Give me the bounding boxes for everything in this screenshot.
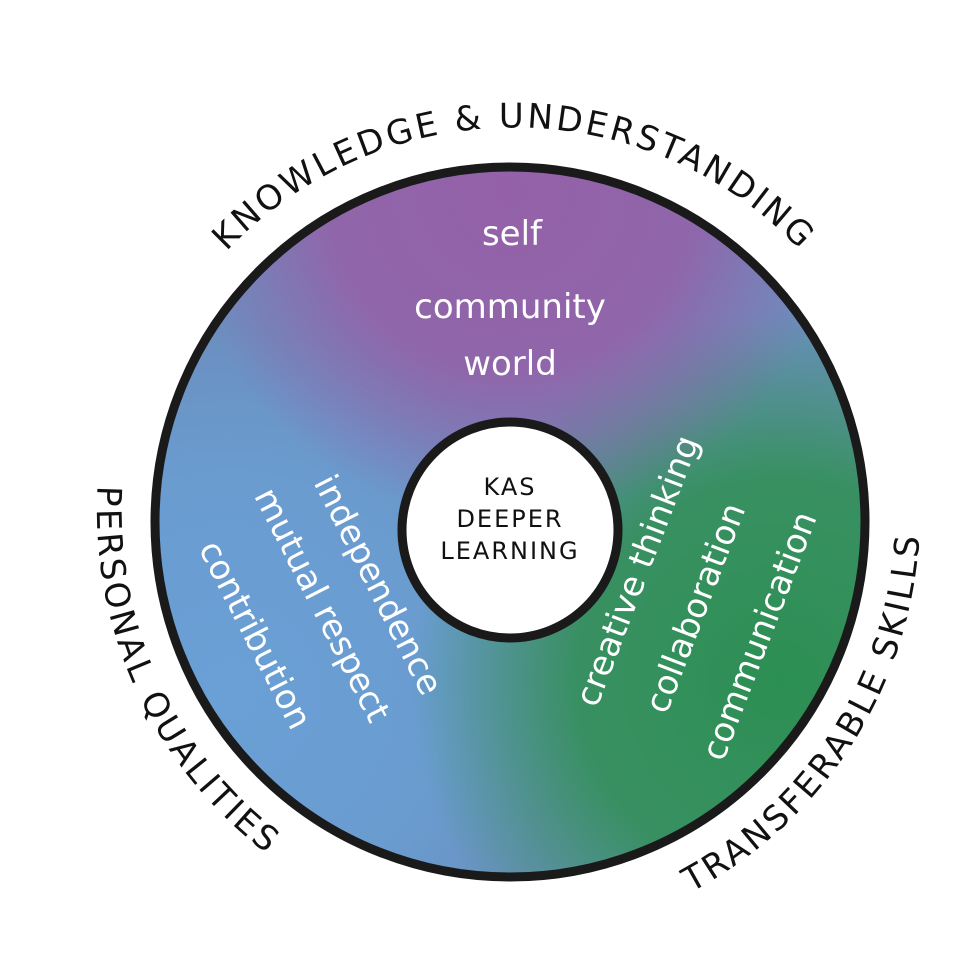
center-hub xyxy=(397,417,623,643)
hub-line-3: LEARNING xyxy=(440,537,579,565)
knowledge-item-self: self xyxy=(482,214,543,254)
hub-line-1: KAS xyxy=(484,473,537,501)
hub-line-2: DEEPER xyxy=(456,505,563,533)
knowledge-item-community: community xyxy=(414,287,606,327)
outer-ring-outline xyxy=(150,162,870,882)
knowledge-item-world: world xyxy=(463,344,557,384)
